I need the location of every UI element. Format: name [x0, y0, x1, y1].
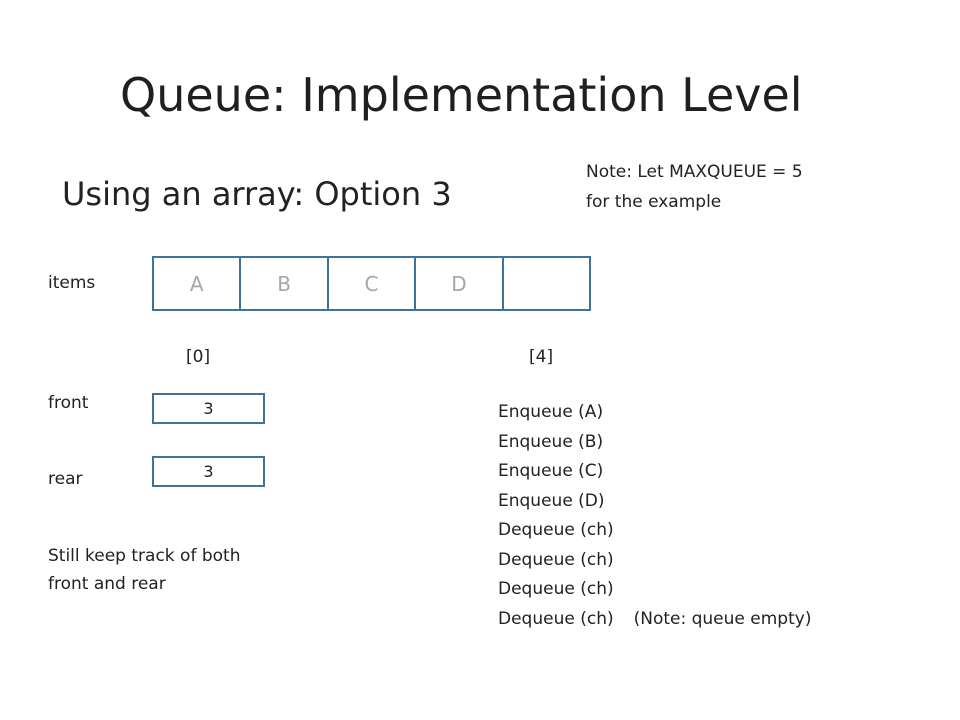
maxqueue-note-line-1: Note: Let MAXQUEUE = 5: [586, 162, 803, 182]
tracking-note-line-1: Still keep track of both: [48, 546, 241, 566]
operation-text: Dequeue (ch): [498, 549, 614, 570]
front-value-box: 3: [152, 393, 265, 424]
queue-empty-note: (Note: queue empty): [633, 608, 812, 629]
array-cell-2: C: [329, 258, 417, 309]
array-cell-1: B: [241, 258, 329, 309]
slide-subtitle: Using an array: Option 3: [62, 175, 452, 213]
items-label: items: [48, 273, 96, 293]
slide-title: Queue: Implementation Level: [120, 68, 803, 122]
operation-item: Enqueue (B): [498, 428, 811, 458]
operation-item: Dequeue (ch): [498, 575, 811, 605]
operation-item: Dequeue (ch): [498, 516, 811, 546]
index-label-first: [0]: [186, 347, 211, 367]
tracking-note-line-2: front and rear: [48, 574, 166, 594]
rear-value-box: 3: [152, 456, 265, 487]
maxqueue-note-line-2: for the example: [586, 192, 722, 212]
array-cell-0: A: [154, 258, 242, 309]
operation-item: Enqueue (D): [498, 487, 811, 517]
operation-item: Dequeue (ch) (Note: queue empty): [498, 605, 811, 635]
items-array: A B C D: [152, 256, 591, 311]
index-label-last: [4]: [529, 347, 554, 367]
rear-label: rear: [48, 469, 83, 489]
front-label: front: [48, 393, 89, 413]
operation-text: Dequeue (ch): [498, 520, 614, 540]
operation-item: Enqueue (A): [498, 398, 811, 428]
array-cell-4: [504, 258, 589, 309]
array-cell-3: D: [416, 258, 504, 309]
operation-text: Enqueue (A): [498, 402, 604, 422]
operation-text: Enqueue (D): [498, 490, 605, 511]
operation-text: Dequeue (ch): [498, 608, 614, 629]
operations-list: Enqueue (A) Enqueue (B) Enqueue (C) Enqu…: [498, 398, 811, 634]
operation-text: Dequeue (ch): [498, 579, 614, 599]
operation-item: Enqueue (C): [498, 457, 811, 487]
operation-text: Enqueue (C): [498, 461, 604, 481]
operation-item: Dequeue (ch): [498, 546, 811, 576]
operation-text: Enqueue (B): [498, 431, 604, 452]
